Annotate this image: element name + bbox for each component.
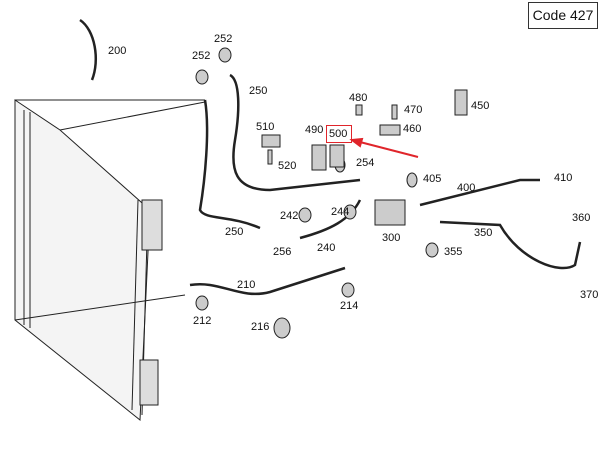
part-label: 510 xyxy=(256,121,275,133)
part-label: 200 xyxy=(108,45,127,57)
part-label: 242 xyxy=(280,210,299,222)
part-label: 216 xyxy=(251,321,270,333)
part-label: 480 xyxy=(349,92,368,104)
part-label: 350 xyxy=(474,227,493,239)
part-label: 212 xyxy=(193,315,212,327)
part-label: 244 xyxy=(331,206,350,218)
part-label: 520 xyxy=(278,160,297,172)
part-label: 360 xyxy=(572,212,591,224)
part-label: 460 xyxy=(403,123,422,135)
pipes xyxy=(79,18,582,296)
highlight-box xyxy=(326,125,352,143)
parts xyxy=(195,47,468,339)
part-label: 470 xyxy=(404,104,423,116)
part-label: 405 xyxy=(423,173,442,185)
part-label: 490 xyxy=(305,124,324,136)
part-label: 250 xyxy=(249,85,268,97)
part-label: 300 xyxy=(382,232,401,244)
part-label: 214 xyxy=(340,300,359,312)
part-label: 252 xyxy=(192,50,211,62)
radiator xyxy=(14,99,206,422)
part-label-highlighted: 500 xyxy=(329,128,348,140)
red-arrow xyxy=(349,137,419,158)
part-label: 254 xyxy=(356,157,375,169)
part-label: 210 xyxy=(237,279,256,291)
part-label: 240 xyxy=(317,242,336,254)
part-label: 410 xyxy=(554,172,573,184)
part-label: 252 xyxy=(214,33,233,45)
part-label: 250 xyxy=(225,226,244,238)
part-label: 370 xyxy=(580,289,599,301)
part-label: 450 xyxy=(471,100,490,112)
part-label: 400 xyxy=(457,182,476,194)
code-badge: Code 427 xyxy=(528,2,598,29)
part-label: 355 xyxy=(444,246,463,258)
part-label: 256 xyxy=(273,246,292,258)
